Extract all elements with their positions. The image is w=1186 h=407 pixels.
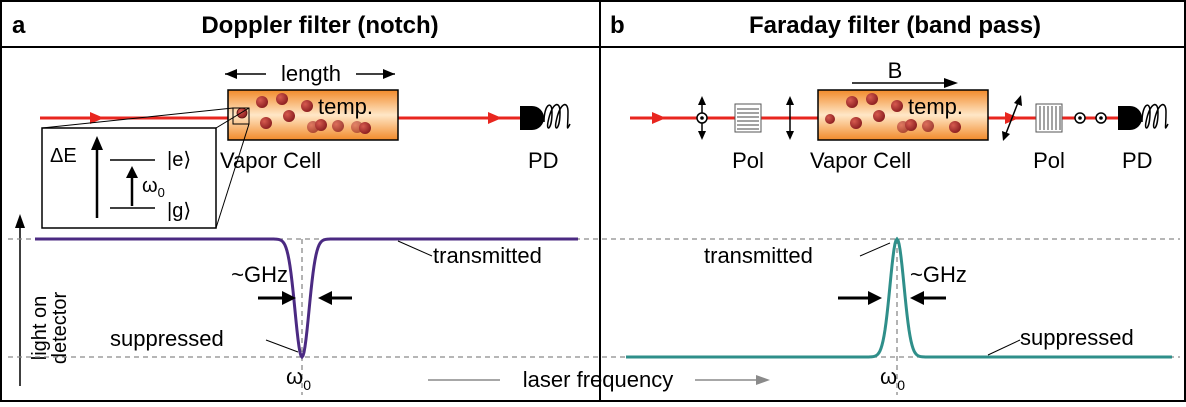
zoom-line	[215, 123, 250, 229]
polarization-out-of-plane-icon	[1074, 112, 1107, 124]
vapor-cell-label: Vapor Cell	[810, 148, 911, 173]
arrow-up-icon	[126, 166, 138, 178]
x-axis-label: laser frequency	[523, 367, 673, 392]
zoom-line	[41, 107, 234, 129]
atoms	[236, 93, 371, 134]
length-label-bg	[266, 62, 356, 84]
laser-arrow-icon	[90, 112, 104, 124]
atom	[276, 93, 288, 105]
atom	[949, 121, 961, 133]
atom	[359, 122, 371, 134]
atom	[332, 120, 344, 132]
atoms	[825, 93, 961, 133]
atom	[283, 110, 295, 122]
atom	[256, 96, 268, 108]
arrow-up-icon	[91, 136, 103, 150]
photodetector-icon	[520, 106, 544, 130]
transmitted-label-a: transmitted	[433, 243, 542, 268]
arrow-right-icon	[756, 375, 770, 385]
atom	[850, 117, 862, 129]
zoom-line	[215, 107, 250, 129]
atom	[315, 119, 327, 131]
arrow-up-icon	[15, 214, 25, 228]
doppler-transmission-curve	[35, 237, 578, 360]
atom	[905, 119, 917, 131]
energy-label: ΔE	[50, 145, 77, 167]
omega-label-a: ω0	[286, 364, 311, 393]
panel-a-setup: length temp. Vapor Cell PD ΔE	[40, 61, 571, 229]
transmitted-label-b: transmitted	[704, 243, 813, 268]
vapor-cell-label: Vapor Cell	[220, 148, 321, 173]
zoom-source-box	[232, 107, 250, 125]
detector-label: PD	[528, 148, 559, 173]
arrow-right-icon	[282, 291, 296, 305]
polarizer-horizontal-icon	[734, 103, 762, 133]
cable-icon	[543, 103, 571, 129]
transmitted-pointer-b	[859, 242, 891, 257]
temperature-label: temp.	[318, 94, 373, 119]
atom	[825, 114, 835, 124]
detector-label: PD	[1122, 148, 1153, 173]
panel-a-letter: a	[12, 12, 26, 39]
atom	[891, 100, 903, 112]
suppressed-pointer-a	[265, 339, 299, 353]
atom	[260, 117, 272, 129]
atom	[846, 96, 858, 108]
atom	[873, 110, 885, 122]
suppressed-label-b: suppressed	[1020, 325, 1134, 350]
polarization-rotated-icon	[1002, 95, 1022, 141]
y-axis-label-line2: detector	[49, 292, 71, 365]
temperature-label: temp.	[908, 94, 963, 119]
laser-arrow-icon	[652, 112, 666, 124]
panel-b-title: Faraday filter (band pass)	[749, 12, 1041, 39]
arrow-right-icon	[868, 291, 882, 305]
atom	[236, 107, 248, 119]
panel-a-title: Doppler filter (notch)	[201, 12, 438, 39]
arrow-left-icon	[225, 69, 237, 79]
polarization-both-icon	[696, 96, 708, 140]
atom	[866, 93, 878, 105]
ground-state-label: |g⟩	[167, 200, 191, 222]
polarizer-vertical-icon	[1035, 103, 1063, 133]
arrow-left-icon	[910, 291, 924, 305]
transmitted-pointer-a	[397, 240, 433, 257]
atom	[301, 100, 313, 112]
omega-label-b: ω0	[880, 364, 905, 393]
laser-arrow-icon	[488, 112, 502, 124]
magnetic-field-label: B	[888, 58, 903, 83]
panel-b-setup: Pol B temp. Vapor Cell	[630, 58, 1169, 173]
polarizer-label-1: Pol	[732, 148, 764, 173]
length-label: length	[281, 61, 341, 86]
faraday-transmission-curve	[626, 236, 1172, 359]
excited-state-label: |e⟩	[167, 149, 191, 171]
polarization-vertical-icon	[786, 96, 794, 140]
suppressed-pointer-b	[987, 339, 1021, 356]
gap-label-b: ~GHz	[910, 262, 967, 287]
arrow-left-icon	[318, 291, 332, 305]
y-axis-label-line1: light on	[29, 296, 51, 361]
panel-b-letter: b	[610, 12, 625, 39]
arrow-right-icon	[944, 78, 958, 88]
polarizer-label-2: Pol	[1033, 148, 1065, 173]
photodetector-icon	[1118, 106, 1142, 130]
gap-label-a: ~GHz	[231, 262, 288, 287]
transition-omega: ω0	[142, 175, 165, 200]
cable-icon	[1141, 103, 1169, 129]
atom	[922, 120, 934, 132]
suppressed-label-a: suppressed	[110, 326, 224, 351]
arrow-right-icon	[383, 69, 395, 79]
